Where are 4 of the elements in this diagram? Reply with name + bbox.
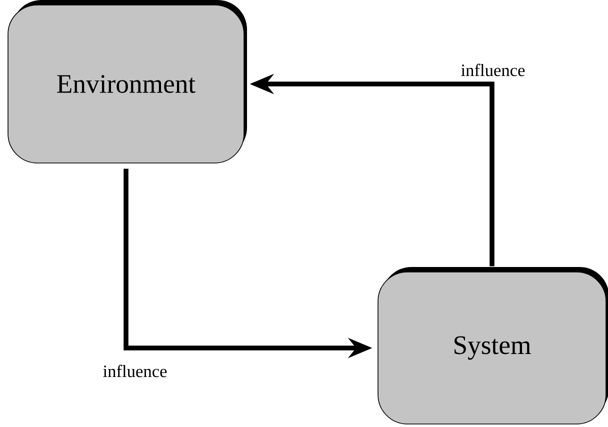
edge-label: influence <box>461 64 525 76</box>
rounded-box: Environment <box>8 0 247 164</box>
rounded-box: System <box>378 267 608 424</box>
edge-label: influence <box>103 364 167 378</box>
